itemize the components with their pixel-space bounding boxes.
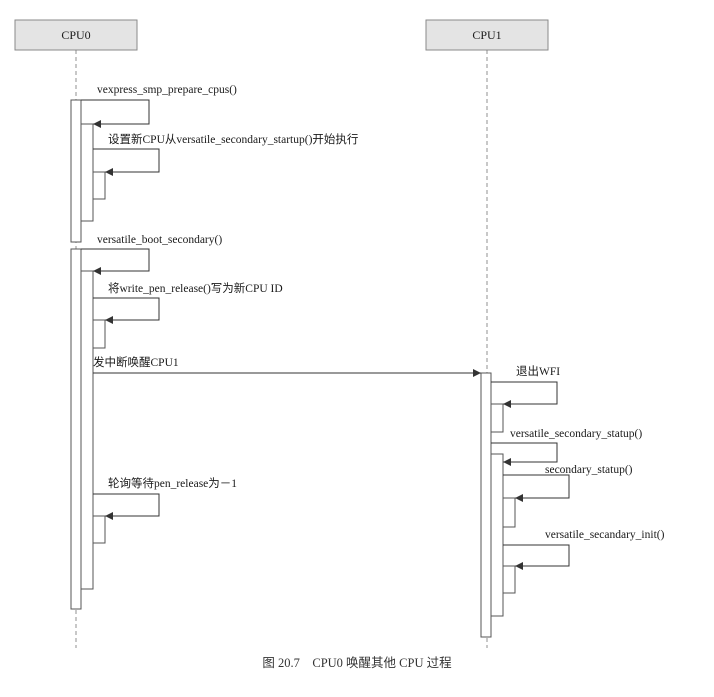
message-label: 设置新CPU从versatile_secondary_startup()开始执行 bbox=[108, 132, 358, 146]
self-call-arrow bbox=[93, 297, 160, 324]
activation-cpu0-1b bbox=[92, 171, 106, 200]
activation-cpu0-1a bbox=[80, 123, 94, 222]
message-secondary-startup: secondary_statup() bbox=[503, 464, 633, 502]
participant-cpu1-box bbox=[425, 19, 549, 51]
message-exit-wfi: 退出WFI bbox=[491, 364, 560, 408]
message-label: versatile_boot_secondary() bbox=[97, 234, 222, 246]
self-call-arrow bbox=[503, 474, 570, 502]
message-label: 将write_pen_release()写为新CPU ID bbox=[108, 281, 283, 295]
message-secondary-startup-stub: versatile_secondary_statup() bbox=[491, 428, 642, 466]
self-call-arrow bbox=[93, 148, 160, 176]
message-label: vexpress_smp_prepare_cpus() bbox=[97, 84, 237, 96]
activation-cpu1-1c bbox=[502, 497, 516, 528]
self-call-arrow bbox=[491, 442, 558, 466]
self-call-arrow bbox=[81, 99, 150, 128]
message-send-interrupt: 发中断唤醒CPU1 bbox=[93, 355, 481, 377]
self-call-arrow bbox=[491, 381, 558, 408]
activation-cpu1-1b bbox=[490, 453, 504, 617]
message-secondary-init: versatile_secandary_init() bbox=[503, 529, 665, 570]
self-call-arrow bbox=[503, 544, 570, 570]
participant-cpu0-label: CPU0 bbox=[61, 28, 90, 42]
message-set-new-cpu: 设置新CPU从versatile_secondary_startup()开始执行 bbox=[93, 132, 358, 176]
activation-cpu0-2 bbox=[70, 248, 82, 610]
message-label: 退出WFI bbox=[516, 364, 560, 378]
activation-cpu0-1 bbox=[70, 99, 82, 243]
message-label: 轮询等待pen_release为－1 bbox=[108, 476, 237, 490]
figure-caption: 图 20.7 CPU0 唤醒其他 CPU 过程 bbox=[262, 655, 452, 670]
activation-cpu0-2b bbox=[92, 319, 106, 349]
participant-cpu0: CPU0 bbox=[14, 19, 138, 51]
message-label: 发中断唤醒CPU1 bbox=[93, 355, 179, 369]
activation-cpu1-1a bbox=[490, 403, 504, 433]
message-write-pen-release: 将write_pen_release()写为新CPU ID bbox=[93, 281, 283, 324]
message-boot-secondary: versatile_boot_secondary() bbox=[81, 234, 222, 275]
activation-cpu1-1d bbox=[502, 565, 516, 594]
self-call-arrow bbox=[81, 248, 150, 275]
participant-cpu1-label: CPU1 bbox=[472, 28, 501, 42]
participant-cpu1: CPU1 bbox=[425, 19, 549, 51]
message-prepare-cpus: vexpress_smp_prepare_cpus() bbox=[81, 84, 237, 128]
message-label: versatile_secondary_statup() bbox=[510, 428, 642, 440]
activation-cpu0-2c bbox=[92, 515, 106, 544]
message-label: secondary_statup() bbox=[545, 464, 633, 476]
participant-cpu0-box bbox=[14, 19, 138, 51]
message-label: versatile_secandary_init() bbox=[545, 529, 665, 541]
message-poll-pen-release: 轮询等待pen_release为－1 bbox=[93, 476, 237, 520]
activation-cpu0-2a bbox=[80, 270, 94, 590]
self-call-arrow bbox=[93, 493, 160, 520]
activation-cpu1-1 bbox=[480, 372, 492, 638]
